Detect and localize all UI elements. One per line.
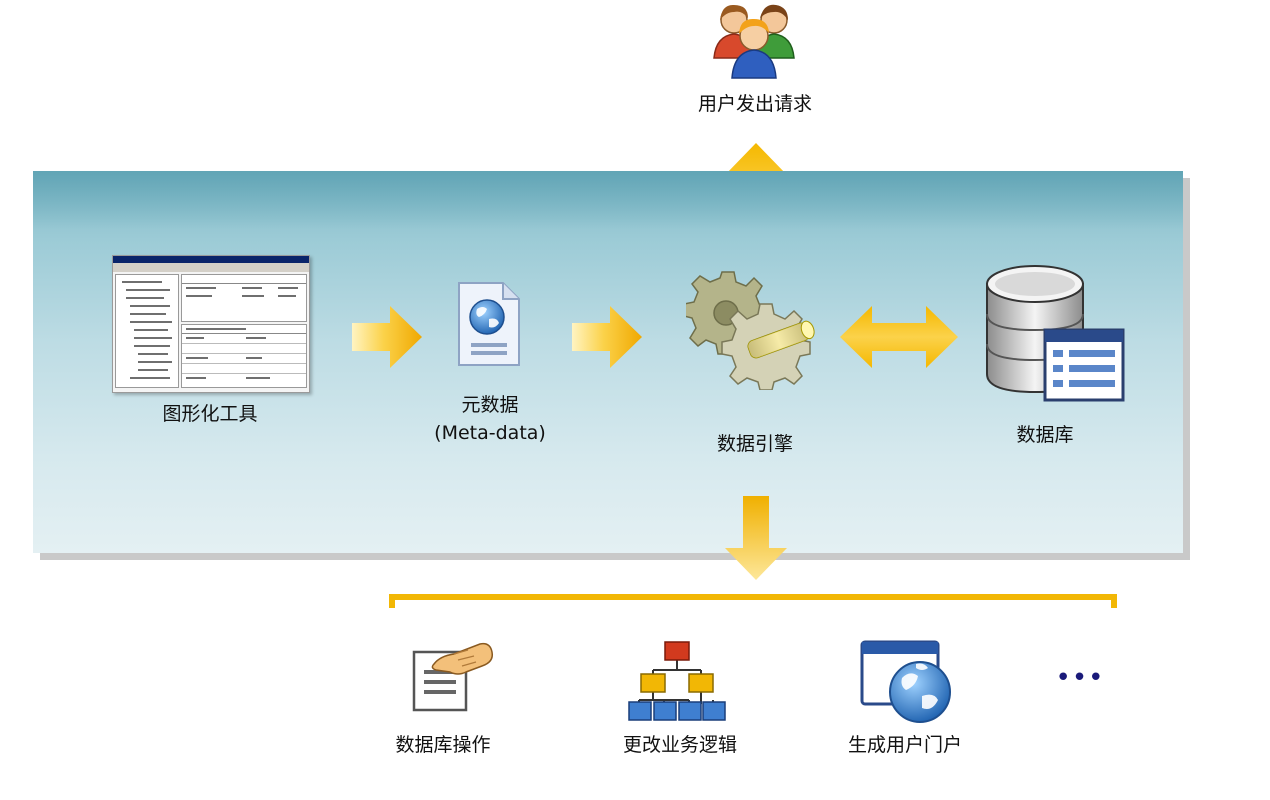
outputs-bracket: [389, 594, 1117, 608]
metadata-label-line2: (Meta-data): [434, 422, 546, 444]
tool-screenshot-icon: [112, 255, 310, 393]
engine-database-double-arrow: [840, 306, 958, 368]
request-label: 用户发出请求: [697, 93, 812, 115]
more-indicator: •••: [1055, 663, 1105, 693]
arrow-right-2: [572, 306, 642, 368]
output-label-db-ops: 数据库操作: [395, 734, 491, 756]
engine-label: 数据引擎: [716, 433, 793, 455]
hand-document-icon: [410, 638, 496, 714]
output-label-user-portal: 生成用户门户: [847, 734, 962, 756]
tool-label: 图形化工具: [162, 403, 258, 425]
output-label-business-logic: 更改业务逻辑: [622, 734, 737, 756]
metadata-label-line1: 元数据: [461, 394, 519, 416]
database-icon: [983, 262, 1127, 406]
browser-globe-icon: [860, 640, 956, 724]
users-icon: [712, 0, 798, 80]
gears-icon: [683, 270, 816, 391]
metadata-document-icon: [455, 279, 523, 369]
arrow-right-1: [352, 306, 422, 368]
org-chart-icon: [627, 640, 727, 722]
arrow-down: [725, 496, 787, 580]
database-label: 数据库: [1016, 424, 1074, 446]
